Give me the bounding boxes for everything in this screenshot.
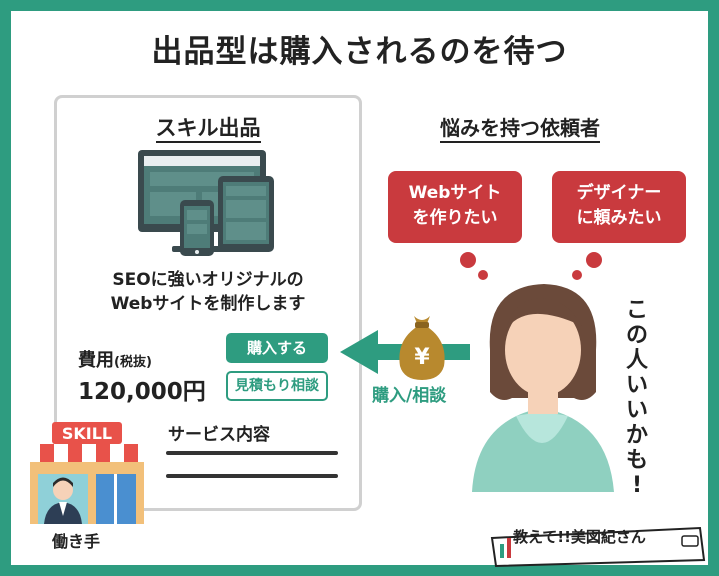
- card-heading: スキル出品: [54, 112, 362, 143]
- card-heading-text: スキル出品: [155, 116, 261, 143]
- service-line-1: [166, 451, 338, 455]
- bubble2-line-1: デザイナー: [576, 183, 662, 203]
- worker-head: [53, 480, 73, 500]
- storefront-illustration: SKILL: [26, 422, 148, 524]
- client-thought-vertical: こ の 人 い い か も !: [626, 298, 648, 498]
- desc-line-2: Webサイトを制作します: [110, 294, 306, 314]
- vertical-char: も: [626, 448, 649, 473]
- price-tax-note: (税抜): [114, 355, 152, 370]
- thought-bubble-designer: デザイナー に頼みたい: [552, 171, 686, 243]
- purchase-arrow: ¥: [340, 316, 470, 380]
- service-line-2: [166, 474, 338, 478]
- vertical-char: か: [626, 423, 649, 448]
- client-body: [472, 408, 614, 492]
- yen-symbol: ¥: [414, 345, 430, 370]
- bubble-dot: [478, 270, 488, 280]
- vertical-char: !: [631, 473, 643, 498]
- bubble-dot: [572, 270, 582, 280]
- brand-logo-badge: [490, 526, 706, 568]
- desc-line-1: SEOに強いオリジナルの: [112, 270, 304, 290]
- page-title: 出品型は購入されるのを待つ: [151, 34, 568, 70]
- listing-description: SEOに強いオリジナルの Webサイトを制作します: [54, 268, 362, 316]
- devices-illustration: [138, 150, 274, 256]
- arrow-label: 購入/相談: [372, 386, 447, 406]
- bubble1-line-1: Webサイト: [408, 183, 502, 203]
- brand-logo: 教えて!!美図紀さん: [513, 528, 646, 546]
- quote-button[interactable]: 見積もり相談: [226, 371, 328, 401]
- vertical-char: こ: [626, 298, 649, 323]
- price-label-text: 費用: [78, 350, 114, 371]
- buy-button[interactable]: 購入する: [226, 333, 328, 363]
- bubble-dot: [460, 252, 476, 268]
- vertical-char: い: [626, 373, 649, 398]
- price-value: 120,000円: [78, 379, 206, 405]
- bubble1-line-2: を作りたい: [412, 208, 498, 228]
- price-label: 費用(税抜): [78, 346, 152, 372]
- bubble2-line-2: に頼みたい: [576, 208, 662, 228]
- money-bag-icon: [399, 316, 445, 380]
- vertical-char: の: [626, 323, 649, 348]
- client-person-illustration: [472, 284, 614, 492]
- thought-bubble-website: Webサイト を作りたい: [388, 171, 522, 243]
- client-heading: 悩みを持つ依頼者: [440, 112, 600, 143]
- worker-label: 働き手: [52, 532, 101, 551]
- client-face: [505, 304, 581, 396]
- store-sign-text: SKILL: [62, 424, 112, 443]
- vertical-char: い: [626, 398, 649, 423]
- service-content-label: サービス内容: [168, 425, 270, 445]
- bubble-dot: [586, 252, 602, 268]
- vertical-char: 人: [626, 348, 649, 373]
